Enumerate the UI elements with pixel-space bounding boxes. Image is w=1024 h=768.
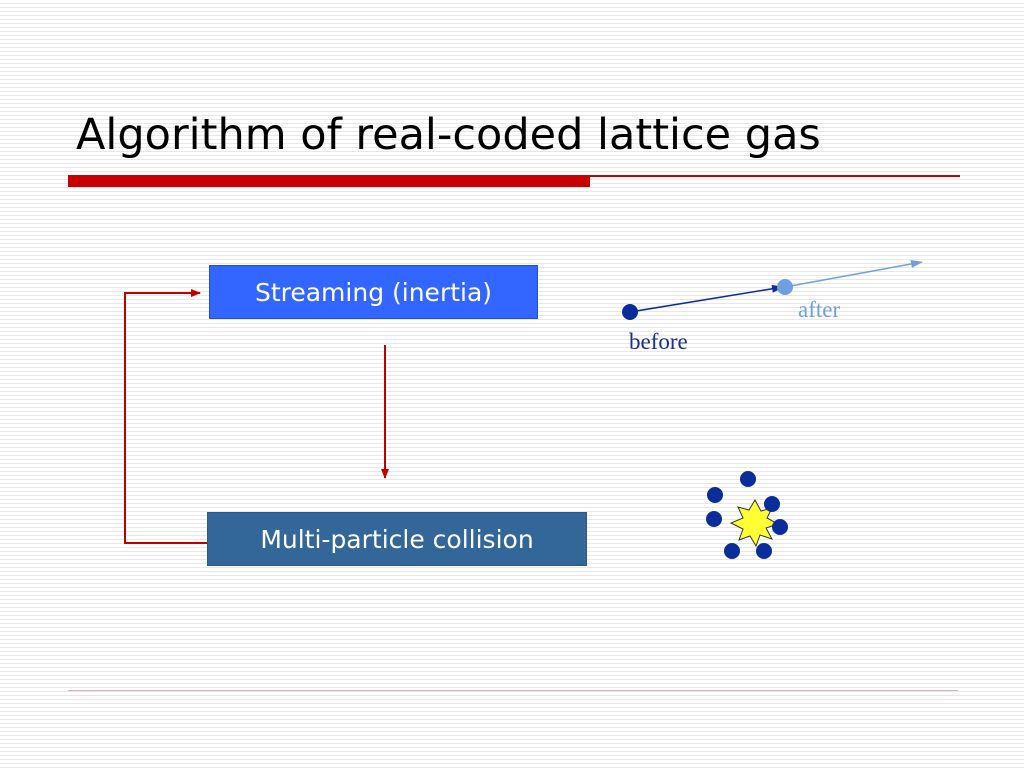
collision-step-label: Multi-particle collision: [260, 524, 534, 554]
particle-6: [724, 543, 740, 559]
footer-divider: [68, 690, 958, 691]
particle-after: [777, 279, 793, 295]
particle-2: [707, 487, 723, 503]
particle-4: [706, 511, 722, 527]
flow-arrow-loop: [124, 289, 207, 544]
streaming-step-label: Streaming (inertia): [254, 277, 493, 307]
collision-step-box: Multi-particle collision: [207, 512, 587, 566]
collision-illustration: [706, 471, 788, 559]
streaming-arrow-before: [629, 284, 784, 313]
particle-3: [764, 496, 780, 512]
particle-7: [756, 543, 772, 559]
page-title: Algorithm of real-coded lattice gas: [76, 110, 821, 160]
particle-5: [772, 519, 788, 535]
title-underline-thick: [68, 175, 590, 187]
particle-1: [740, 471, 756, 487]
streaming-step-box: Streaming (inertia): [209, 265, 538, 319]
particle-before: [622, 304, 638, 320]
streaming-arrow-after: [784, 260, 923, 288]
title-underline-thin: [590, 175, 960, 177]
after-label: after: [798, 297, 841, 322]
collision-burst-icon: [729, 498, 780, 548]
before-label: before: [629, 329, 688, 354]
